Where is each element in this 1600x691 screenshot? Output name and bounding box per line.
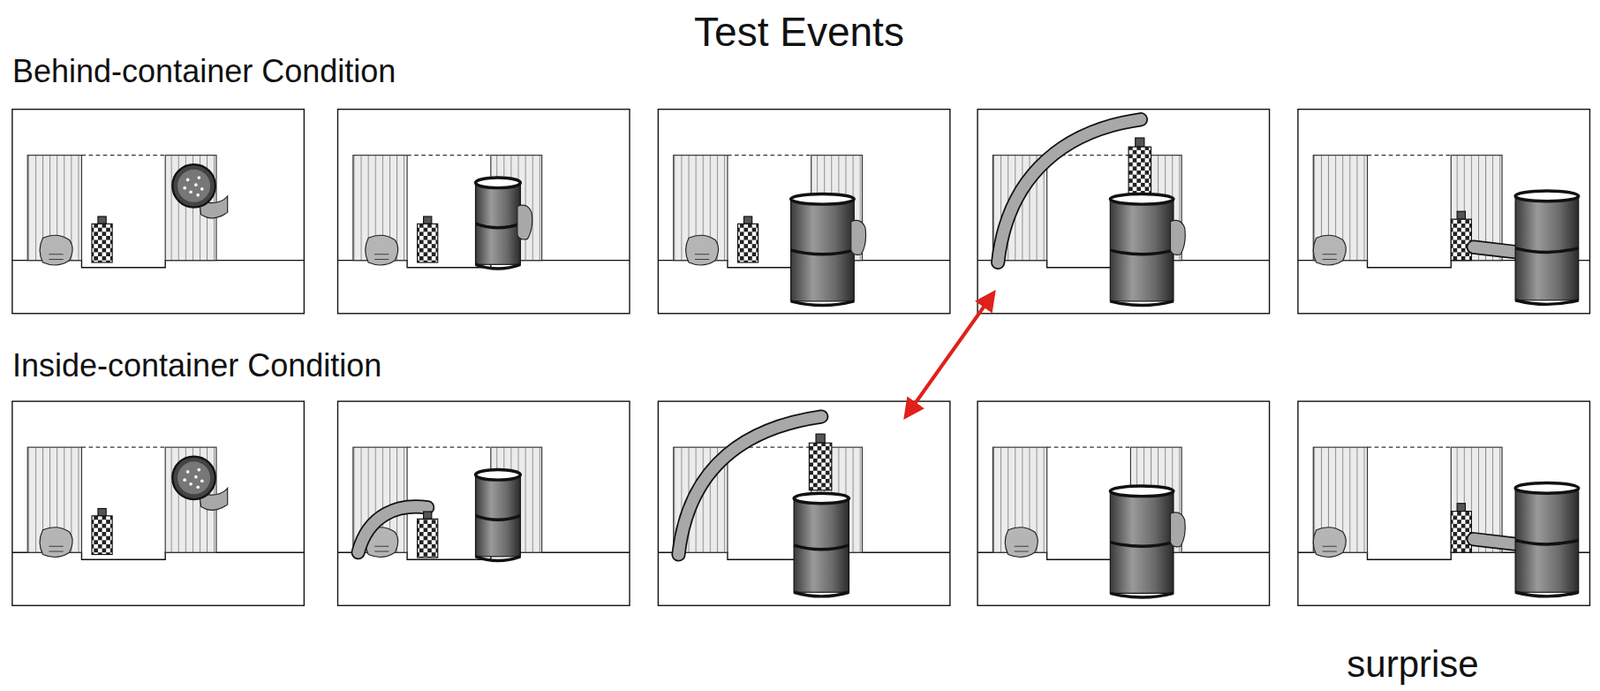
comparison-arrow [905,293,994,416]
surprise-label: surprise [1346,642,1479,686]
test-event-panel [338,109,631,314]
test-event-panel [1298,400,1591,605]
test-event-panel [338,400,631,605]
test-event-panel [977,400,1270,605]
condition-label: Inside-container Condition [12,347,382,384]
test-event-panel [12,109,305,314]
test-event-panel [1298,109,1591,314]
test-event-panel [977,109,1270,314]
test-event-panel [12,400,305,605]
title: Test Events [694,8,905,56]
condition-label: Behind-container Condition [12,52,396,90]
test-event-panel [657,400,951,605]
test-event-panel [657,109,951,314]
